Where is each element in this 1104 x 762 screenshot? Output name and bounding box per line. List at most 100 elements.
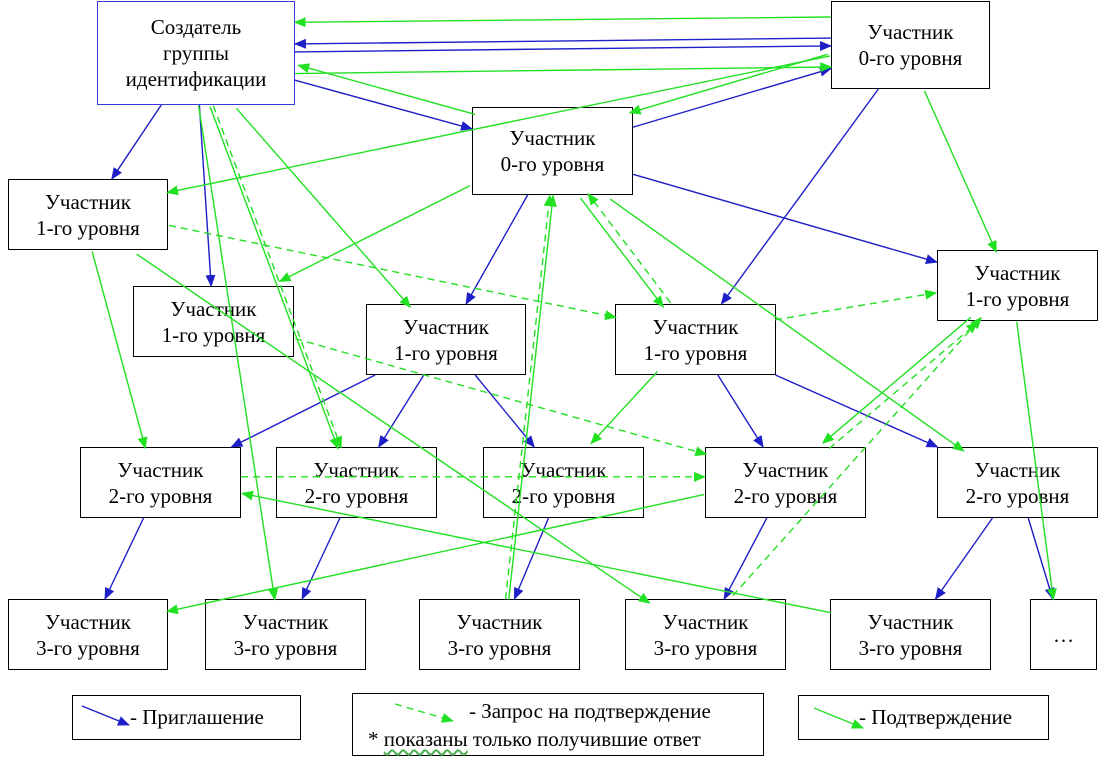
confirm-arrow-p1e-to-more (1016, 321, 1057, 601)
node-label-line2: 2-го уровня (511, 483, 616, 508)
invite-arrow-p0a-to-creator (293, 37, 831, 49)
confirm-sample-arrow (813, 707, 864, 729)
node-label-line1: Участник (509, 126, 596, 150)
invite-arrow-p2e-to-more (1027, 517, 1055, 600)
request-arrow-p2d-to-p1e (828, 321, 979, 450)
request-arrow-p3c-to-p0b (504, 194, 554, 600)
invite-arrow-p1d-to-p2e (775, 374, 939, 448)
participant-level1-d: Участник 1-го уровня (615, 304, 776, 375)
confirm-arrow-creator-to-p3b (197, 105, 279, 601)
invite-sample-arrow (81, 705, 130, 726)
confirm-arrow-p1a-to-p2a (91, 251, 148, 450)
legend-confirm-label: - Подтверждение (859, 705, 1013, 729)
request-arrow-creator-to-p2b (212, 105, 343, 449)
node-label-line1: Участник (867, 20, 954, 44)
node-label-line2: 2-го уровня (108, 483, 213, 508)
node-label-line1: Участник (45, 189, 131, 214)
invite-arrow-creator-to-p0a (294, 41, 832, 53)
note-star: * (368, 727, 384, 751)
confirm-arrow-p0b-to-p1b (278, 185, 471, 283)
node-label-line2: 1-го уровня (36, 215, 140, 240)
invite-arrow-p0a-to-p1d (720, 88, 879, 305)
node-label-line1: Участник (742, 457, 829, 482)
node-label-line1: Участник (974, 260, 1061, 285)
legend-request-label: - Запрос на подтверждение (469, 699, 711, 723)
node-label-line2: 1-го уровня (643, 340, 748, 365)
participant-level3-a: Участник 3-го уровня (8, 599, 168, 670)
participant-level2-c: Участник 2-го уровня (483, 447, 644, 518)
confirm-arrow-p2d-to-p3a (165, 493, 705, 615)
node-label-line1: Участник (662, 609, 749, 634)
confirm-arrow-p0b-to-p2e (609, 198, 965, 452)
confirm-arrow-p0a-to-p0b (628, 53, 828, 115)
invite-arrow-p2e-to-p3e (934, 517, 994, 600)
participant-level1-e: Участник 1-го уровня (937, 250, 1098, 321)
invite-arrow-p1c-to-p2c (474, 374, 535, 448)
creator-line-1: Создатель (150, 15, 242, 39)
node-label-line1: Участник (170, 296, 257, 321)
confirm-arrow-p0b-to-creator (297, 63, 476, 116)
note-rest: только получившие ответ (467, 727, 701, 751)
node-label-line1: Участник (652, 314, 739, 339)
confirm-arrow-creator-to-p1c (235, 107, 412, 309)
creator-line-3: идентификации (125, 67, 267, 91)
confirm-arrow-p3e-to-p2a (241, 490, 832, 614)
invite-arrow-p2c-to-p3c (513, 517, 550, 600)
invite-arrow-p2a-to-p3a (104, 517, 145, 600)
node-label-line1: Участник (974, 457, 1061, 482)
confirm-arrow-p1a-to-p3d (136, 253, 651, 604)
invite-arrow-p1d-to-p2d (717, 374, 764, 448)
participant-level3-e: Участник 3-го уровня (830, 599, 991, 670)
confirm-arrow-p0a-to-p1a (166, 55, 831, 196)
request-arrow-p1d-to-p0b (587, 192, 672, 304)
confirm-arrow-p0b-to-p1d (579, 197, 664, 308)
node-label-line2: 1-го уровня (161, 322, 266, 347)
legend-request-note: * показаны только получившие ответ (368, 727, 701, 752)
node-label-line2: 3-го уровня (653, 635, 758, 660)
confirm-arrow-p1e-to-p2d (821, 316, 972, 444)
more-participants-ellipsis: … (1030, 599, 1097, 670)
confirm-arrow-p1d-to-p2c (590, 371, 658, 445)
request-sample-arrow (394, 703, 454, 723)
invite-arrow-p2b-to-p3b (301, 517, 341, 600)
legend-request: - Запрос на подтверждение * показаны тол… (352, 693, 764, 756)
invite-arrow-p2d-to-p3d (723, 517, 768, 600)
legend-invite: - Приглашение (72, 695, 301, 740)
participant-level0-b: Участник 0-го уровня (472, 107, 633, 195)
node-label-line1: Участник (456, 609, 543, 634)
node-label-line2: 1-го уровня (394, 340, 498, 365)
node-label-line2: 2-го уровня (304, 483, 409, 508)
node-label-line2: 3-го уровня (233, 635, 338, 660)
participant-level3-c: Участник 3-го уровня (419, 599, 580, 670)
node-label-line1: Участник (45, 609, 131, 634)
confirm-arrow-creator-to-p2b (209, 106, 339, 450)
node-label-line2: 3-го уровня (36, 635, 140, 660)
participant-level1-b: Участник 1-го уровня (133, 286, 294, 357)
request-arrow-p1d-to-p1e (775, 289, 938, 321)
node-label-line2: 0-го уровня (500, 152, 605, 176)
confirm-arrow-p0a-to-p1e (923, 90, 997, 253)
node-label-line1: Участник (117, 457, 204, 482)
node-label-line2: 0-го уровня (858, 46, 963, 70)
confirm-arrow-p0a-to-creator (293, 16, 831, 28)
node-label-line2: 2-го уровня (965, 483, 1070, 508)
invite-arrow-p1c-to-p2a (230, 374, 376, 448)
participant-level2-a: Участник 2-го уровня (80, 447, 241, 518)
node-label-line2: 2-го уровня (733, 483, 838, 508)
node-label-line2: 3-го уровня (447, 635, 552, 660)
participant-level1-a: Участник 1-го уровня (8, 179, 168, 250)
invite-arrow-p0b-to-p0a (632, 66, 832, 128)
legend-confirm: - Подтверждение (798, 695, 1049, 740)
creator-line-2: группы (163, 41, 229, 65)
invite-arrow-creator-to-p1b (198, 104, 216, 287)
confirm-arrow-p3c-to-p0b (508, 194, 557, 600)
node-label-line1: Участник (242, 609, 329, 634)
request-arrow-p1a-to-p1d (168, 224, 617, 321)
participant-level3-b: Участник 3-го уровня (205, 599, 366, 670)
note-underlined-word: показаны (383, 727, 468, 751)
node-label-line2: 1-го уровня (965, 286, 1070, 311)
invite-arrow-creator-to-p0b (294, 79, 473, 131)
invite-arrow-p1c-to-p2b (378, 374, 425, 448)
invite-arrow-creator-to-p1a (111, 104, 162, 180)
